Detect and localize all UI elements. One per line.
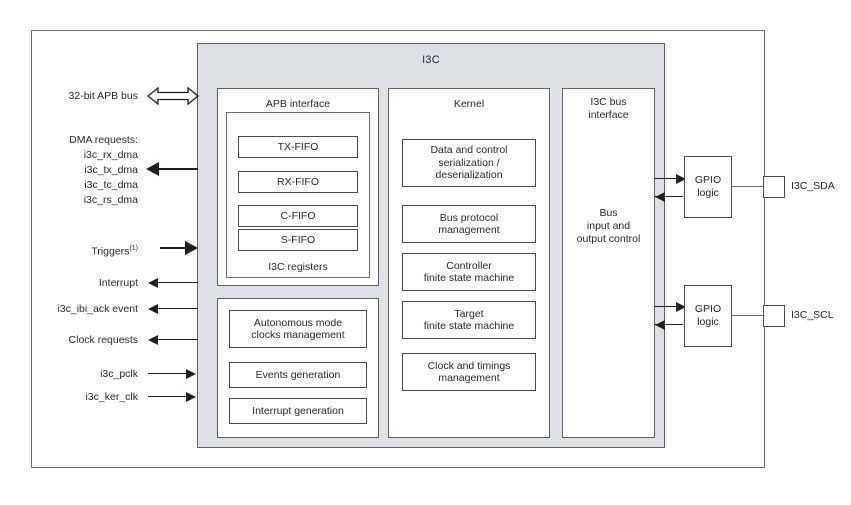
- ker-clk-arrowhead: [186, 391, 196, 402]
- signal-label-i3c-tc-dma: i3c_tc_dma: [84, 179, 138, 191]
- block-rx-fifo: RX-FIFO: [238, 171, 358, 193]
- sda-in-arrowhead: [655, 191, 665, 202]
- signal-label-i3c-ibi-ack-event: i3c_ibi_ack event: [57, 303, 138, 315]
- sda-pad-wire: [732, 186, 772, 188]
- i3c-bus-interface-panel: [562, 88, 655, 438]
- clock-requests-arrowhead: [148, 334, 158, 345]
- signal-label-i3c-tx-dma: i3c_tx_dma: [84, 164, 138, 176]
- pin-label-i3c-scl: I3C_SCL: [791, 309, 834, 321]
- i3c-block-title: I3C: [422, 54, 440, 66]
- pclk-arrowhead: [186, 368, 196, 379]
- signal-label-dma-requests: DMA requests:: [69, 134, 138, 146]
- block-tx-fifo: TX-FIFO: [238, 136, 358, 158]
- signal-label-i3c-rx-dma: i3c_rx_dma: [83, 149, 138, 161]
- scl-in-arrowhead: [655, 319, 665, 330]
- dma-arrowhead: [146, 162, 159, 176]
- sda-out-wire: [655, 178, 683, 180]
- triggers-arrowhead: [185, 241, 198, 255]
- block-c-fifo: C-FIFO: [238, 205, 358, 227]
- signal-label-i3c-rs-dma: i3c_rs_dma: [83, 194, 138, 206]
- dma-wire: [158, 168, 198, 171]
- signal-label-interrupt: Interrupt: [98, 277, 138, 289]
- pclk-wire: [148, 373, 188, 375]
- triggers-wire: [160, 247, 186, 250]
- apb-bus-bidirectional-arrow: [146, 86, 200, 106]
- i3c-registers-label: I3C registers: [268, 261, 328, 273]
- block-interrupt-generation: Interrupt generation: [229, 398, 367, 424]
- signal-label-i3c-ker-clk: i3c_ker_clk: [85, 391, 138, 403]
- signal-label-apb-bus: 32-bit APB bus: [68, 90, 138, 102]
- block-events-generation: Events generation: [229, 362, 367, 388]
- scl-out-arrowhead: [676, 301, 686, 312]
- interrupt-arrowhead: [148, 277, 158, 288]
- scl-out-wire: [655, 306, 683, 308]
- kernel-title: Kernel: [453, 98, 485, 110]
- signal-label-triggers: Triggers(1): [0, 242, 138, 259]
- pad-i3c-sda: [763, 176, 785, 198]
- sda-in-wire: [655, 196, 683, 198]
- scl-in-wire: [655, 324, 683, 326]
- sda-out-arrowhead: [676, 173, 686, 184]
- signal-label-triggers-text: Triggers: [91, 245, 130, 258]
- signal-label-clock-requests: Clock requests: [68, 334, 138, 346]
- ibi-ack-wire: [158, 308, 198, 310]
- scl-pad-wire: [732, 315, 772, 317]
- ker-clk-wire: [148, 396, 188, 398]
- block-s-fifo: S-FIFO: [238, 229, 358, 251]
- signal-label-triggers-superscript: (1): [129, 245, 138, 252]
- pin-label-i3c-sda: I3C_SDA: [791, 180, 835, 192]
- ibi-ack-arrowhead: [148, 303, 158, 314]
- apb-interface-title: APB interface: [265, 98, 331, 110]
- interrupt-wire: [158, 282, 198, 284]
- signal-label-i3c-pclk: i3c_pclk: [100, 368, 138, 380]
- pad-i3c-scl: [763, 305, 785, 327]
- clock-requests-wire: [158, 339, 198, 341]
